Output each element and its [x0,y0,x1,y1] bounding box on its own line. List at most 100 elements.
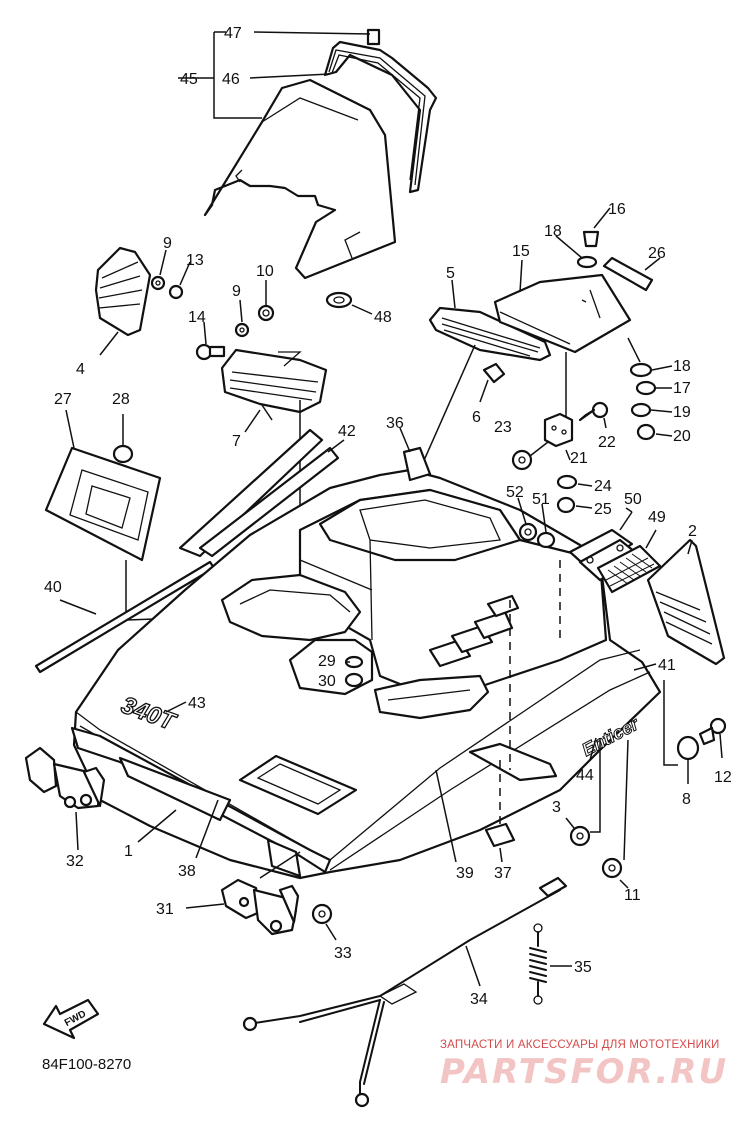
callout-36: 36 [386,415,404,432]
callout-13: 13 [186,252,204,269]
cap-20 [636,423,656,441]
callout-14: 14 [188,309,206,326]
washer-18-lower [629,362,653,378]
hinge-32 [24,746,106,810]
callout-20: 20 [673,428,691,445]
callout-33: 33 [334,945,352,962]
callout-27: 27 [54,391,72,408]
callout-25: 25 [594,501,612,518]
stud-30 [344,672,364,688]
callout-41: 41 [658,657,676,674]
clip-6 [482,362,506,384]
callout-48: 48 [374,309,392,326]
nut-9-upper [150,275,166,291]
callout-47: 47 [224,25,242,42]
callout-4: 4 [76,361,85,378]
washer-17 [635,380,657,396]
strip-42 [178,428,340,558]
nut-9-lower [234,322,250,338]
watermark-logo: PARTSFOR.RU [440,1052,729,1092]
cable-34 [242,876,568,1108]
fwd-arrow-icon: FWD [42,998,100,1040]
callout-26: 26 [648,245,666,262]
callout-8: 8 [682,791,691,808]
callout-7: 7 [232,433,241,450]
nut-13 [168,284,184,300]
nut-11 [601,857,623,879]
nut-10 [257,304,275,322]
callout-35: 35 [574,959,592,976]
callout-9-a: 9 [163,235,172,252]
windshield-trim [323,40,438,194]
callout-9-b: 9 [232,283,241,300]
bar-26 [602,256,654,292]
watermark-tagline: ЗАПЧАСТИ И АКСЕССУАРЫ ДЛЯ МОТОТЕХНИКИ [440,1039,720,1051]
callout-37: 37 [494,865,512,882]
callout-40: 40 [44,579,62,596]
callout-49: 49 [648,509,666,526]
bracket-21 [543,412,574,448]
callout-labels: 47 45 46 9 13 10 9 14 4 48 5 15 16 18 26… [44,25,732,1008]
callout-6: 6 [472,409,481,426]
callout-19: 19 [673,404,691,421]
callout-29: 29 [318,653,336,670]
callout-51: 51 [532,491,550,508]
callout-18-a: 18 [544,223,562,240]
callout-2: 2 [688,523,697,540]
washer-18-upper [576,255,598,269]
callout-50: 50 [624,491,642,508]
callout-42: 42 [338,423,356,440]
callout-34: 34 [470,991,488,1008]
hood [70,468,662,880]
bolt-14 [195,343,226,361]
callout-38: 38 [178,863,196,880]
trim-clip-47 [366,28,381,46]
callout-39: 39 [456,865,474,882]
callout-16: 16 [608,201,626,218]
callout-46: 46 [222,71,240,88]
spacer-25 [556,496,576,514]
callout-31: 31 [156,901,174,918]
callout-11: 11 [624,887,641,904]
callout-3: 3 [552,799,561,816]
nut-52 [518,522,538,542]
hinge-31 [220,878,300,936]
callout-52: 52 [506,484,524,501]
callout-23: 23 [494,419,512,436]
callout-21: 21 [570,450,588,467]
callout-15: 15 [512,243,530,260]
washer-19 [630,402,652,418]
callout-32: 32 [66,853,84,870]
callout-5: 5 [446,265,455,282]
tab-36 [402,446,432,482]
bolt-22 [578,401,609,422]
callout-44: 44 [576,767,594,784]
callout-30: 30 [318,673,336,690]
reflector-49 [596,544,662,594]
callout-24: 24 [594,478,612,495]
callout-12: 12 [714,769,732,786]
callout-18-b: 18 [673,358,691,375]
left-vent-grille [94,246,152,337]
pad-37 [484,822,516,848]
catalog-code: 84F100-8270 [42,1056,132,1073]
nut-3 [569,825,591,847]
nut-23 [511,449,533,471]
grommet-8 [676,735,700,761]
callout-45: 45 [180,71,198,88]
callout-1: 1 [124,843,133,860]
washer-51 [536,531,556,549]
knob-16 [582,230,600,248]
spring-35 [529,923,547,1005]
nut-33 [311,903,333,925]
dash-plate-15 [493,273,632,354]
grommet-28 [112,444,134,464]
callout-28: 28 [112,391,130,408]
center-vent-grille [220,348,328,414]
bolt-12 [698,717,727,746]
washer-48 [325,291,353,309]
grommet-24 [556,474,578,490]
windshield [203,78,397,280]
left-outlet-27 [44,446,162,562]
